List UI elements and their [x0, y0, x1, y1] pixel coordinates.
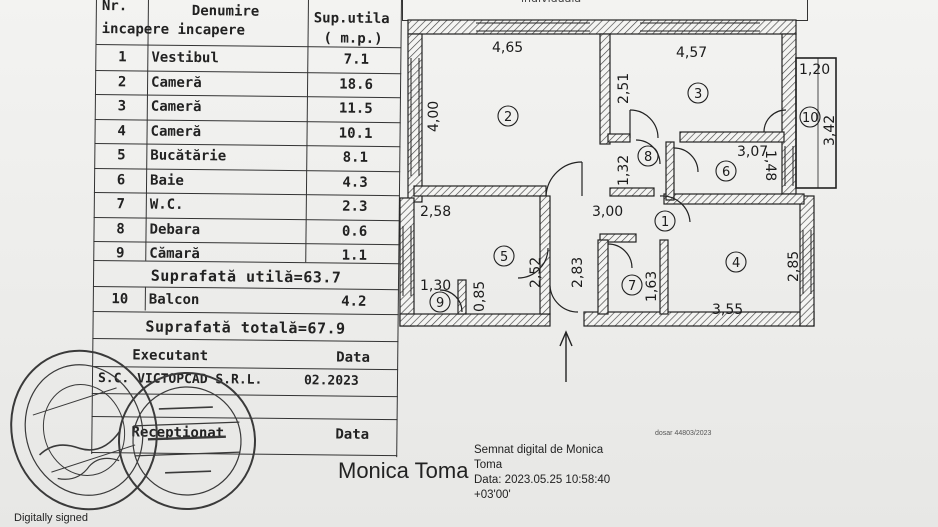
room-number-markers	[429, 82, 821, 313]
room-number: 3	[694, 87, 702, 102]
plan-doors	[439, 109, 787, 313]
dim-room3-width: 4,57	[676, 45, 707, 61]
room-number: 1	[661, 215, 669, 230]
dim-balcony-height: 3,42	[822, 115, 838, 146]
plan-windows	[402, 22, 812, 296]
room-number: 6	[722, 165, 730, 180]
dim-bath-height: 1,48	[762, 150, 778, 181]
dim-kitchen-height: 2,52	[528, 257, 544, 288]
digitally-signed-note: Digitally signed	[14, 512, 88, 524]
signer-name: Monica Toma	[338, 458, 469, 483]
room-number-labels: 1 2 3 4 5 6 7 8 9 10	[436, 87, 819, 311]
file-number: dosar 44803/2023	[655, 430, 712, 437]
digital-signature-details: Semnat digital de Monica Toma Data: 2023…	[474, 443, 610, 503]
dim-room3-height: 2,51	[616, 73, 632, 104]
dim-vestibul-height: 2,83	[570, 257, 586, 288]
dim-vestibul-width: 3,00	[592, 204, 623, 220]
room-number: 10	[802, 111, 819, 126]
room-number: 8	[644, 150, 652, 165]
dim-debara-height: 1,32	[616, 155, 632, 186]
room-number: 4	[732, 256, 740, 271]
dim-balcony-width: 1,20	[799, 62, 830, 78]
entrance-arrow-icon	[559, 330, 573, 382]
dim-wc-height: 1,63	[644, 271, 660, 302]
dim-kitchen-width: 2,58	[420, 204, 451, 220]
plan-dimensions: 4,65 4,00 4,57 2,51 1,20 3,42 3,07 1,48 …	[420, 40, 838, 318]
room-number: 9	[436, 296, 444, 311]
signature-line-3: Data: 2023.05.25 10:58:40	[474, 474, 611, 486]
dim-room4-height: 2,85	[786, 251, 802, 282]
dim-room4-width: 3,55	[712, 302, 743, 318]
dim-bath-width: 3,07	[737, 144, 768, 160]
room-number: 5	[500, 250, 508, 265]
dim-room2-height: 4,00	[426, 101, 442, 132]
room-number: 2	[504, 110, 512, 125]
dim-room2-width: 4,65	[492, 40, 523, 56]
dim-camara-height: 0,85	[472, 281, 488, 312]
signature-line-1: Semnat digital de Monica	[474, 444, 604, 456]
signature-line-2: Toma	[474, 459, 503, 471]
dim-camara-width: 1,30	[420, 278, 451, 294]
room-number: 7	[628, 279, 636, 294]
top-strip-text: individuala	[521, 0, 581, 5]
plan-walls	[399, 19, 815, 327]
signature-line-4: +03'00'	[474, 489, 511, 501]
